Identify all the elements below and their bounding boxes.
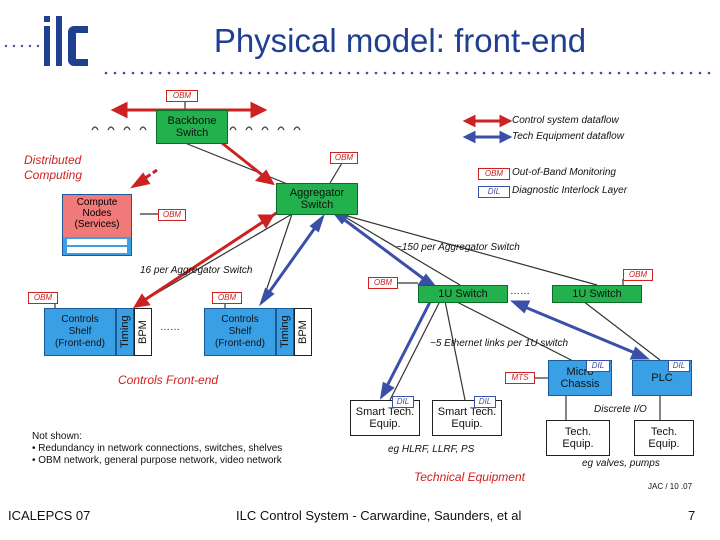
not-shown-box: Not shown: • Redundancy in network conne… [32, 431, 282, 467]
dil-tag: DIL [474, 396, 496, 408]
distributed-computing-label: Distributed Computing [24, 153, 83, 182]
not-shown-heading: Not shown: [32, 431, 83, 442]
bpm-board-right: BPM [294, 308, 312, 356]
controls-shelf-right: Controls Shelf (Front-end) [204, 308, 276, 356]
timing-board-right: Timing [276, 308, 294, 356]
legend-control: Control system dataflow [512, 115, 619, 126]
page-number: 7 [688, 508, 696, 523]
footer-conference: ICALEPCS 07 [8, 508, 91, 523]
1u-switch-right: 1U Switch [552, 285, 642, 303]
bpm-board-left: BPM [134, 308, 152, 356]
obm-tag: OBM [158, 209, 186, 221]
eg-hlrf-label: eg HLRF, LLRF, PS [388, 444, 475, 455]
dil-tag: DIL [392, 396, 414, 408]
per-aggregator-16-label: 16 per Aggregator Switch [140, 265, 253, 276]
legend-obm-desc: Out-of-Band Monitoring [512, 167, 616, 178]
obm-tag: OBM [212, 292, 242, 304]
ilc-logo: ilc [40, 10, 100, 74]
footer-authors: ILC Control System - Carwardine, Saunder… [236, 508, 522, 523]
plc: PLC [632, 360, 692, 396]
more-shelves-dots: …… [160, 322, 180, 333]
controls-frontend-label: Controls Front-end [118, 373, 219, 387]
not-shown-item: • OBM network, general purpose network, … [32, 455, 282, 466]
backbone-switch: Backbone Switch [156, 110, 228, 144]
jac-mark: JAC / 10 .07 [648, 482, 693, 491]
discrete-io-label: Discrete I/O [594, 404, 647, 415]
mts-tag: MTS [505, 372, 535, 384]
ethernet-links-label: ~5 Ethernet links per 1U switch [430, 338, 569, 349]
aggregator-switch: Aggregator Switch [276, 183, 358, 215]
1u-switch-left: 1U Switch [418, 285, 508, 303]
not-shown-item: • Redundancy in network connections, swi… [32, 443, 283, 454]
per-aggregator-150-label: ~150 per Aggregator Switch [396, 242, 520, 253]
legend-obm-tag: OBM [478, 168, 510, 180]
dil-tag: DIL [586, 360, 610, 372]
page-title: Physical model: front-end [213, 22, 587, 59]
obm-tag: OBM [28, 292, 58, 304]
obm-tag: OBM [330, 152, 358, 164]
timing-board-left: Timing [116, 308, 134, 356]
controls-shelf-left: Controls Shelf (Front-end) [44, 308, 116, 356]
smart-tech-equip-1: Smart Tech. Equip. [350, 400, 420, 436]
obm-tag: OBM [166, 90, 198, 102]
micro-chassis: Micro Chassis [548, 360, 612, 396]
obm-tag: OBM [623, 269, 653, 281]
compute-nodes: Compute Nodes (Services) [63, 195, 131, 237]
eg-valves-label: eg valves, pumps [582, 458, 660, 469]
tech-equip-2: Tech. Equip. [634, 420, 694, 456]
technical-equipment-label: Technical Equipment [414, 470, 525, 484]
tech-equip-1: Tech. Equip. [546, 420, 610, 456]
obm-tag: OBM [368, 277, 398, 289]
legend-dil-tag: DIL [478, 186, 510, 198]
legend-tech: Tech Equipment dataflow [512, 131, 624, 142]
compute-slot [67, 239, 127, 245]
more-switches-dots: …… [510, 286, 530, 297]
compute-nodes-box: Compute Nodes (Services) [62, 194, 132, 256]
legend-dil-desc: Diagnostic Interlock Layer [512, 185, 628, 196]
compute-slot [67, 247, 127, 253]
dil-tag: DIL [668, 360, 690, 372]
